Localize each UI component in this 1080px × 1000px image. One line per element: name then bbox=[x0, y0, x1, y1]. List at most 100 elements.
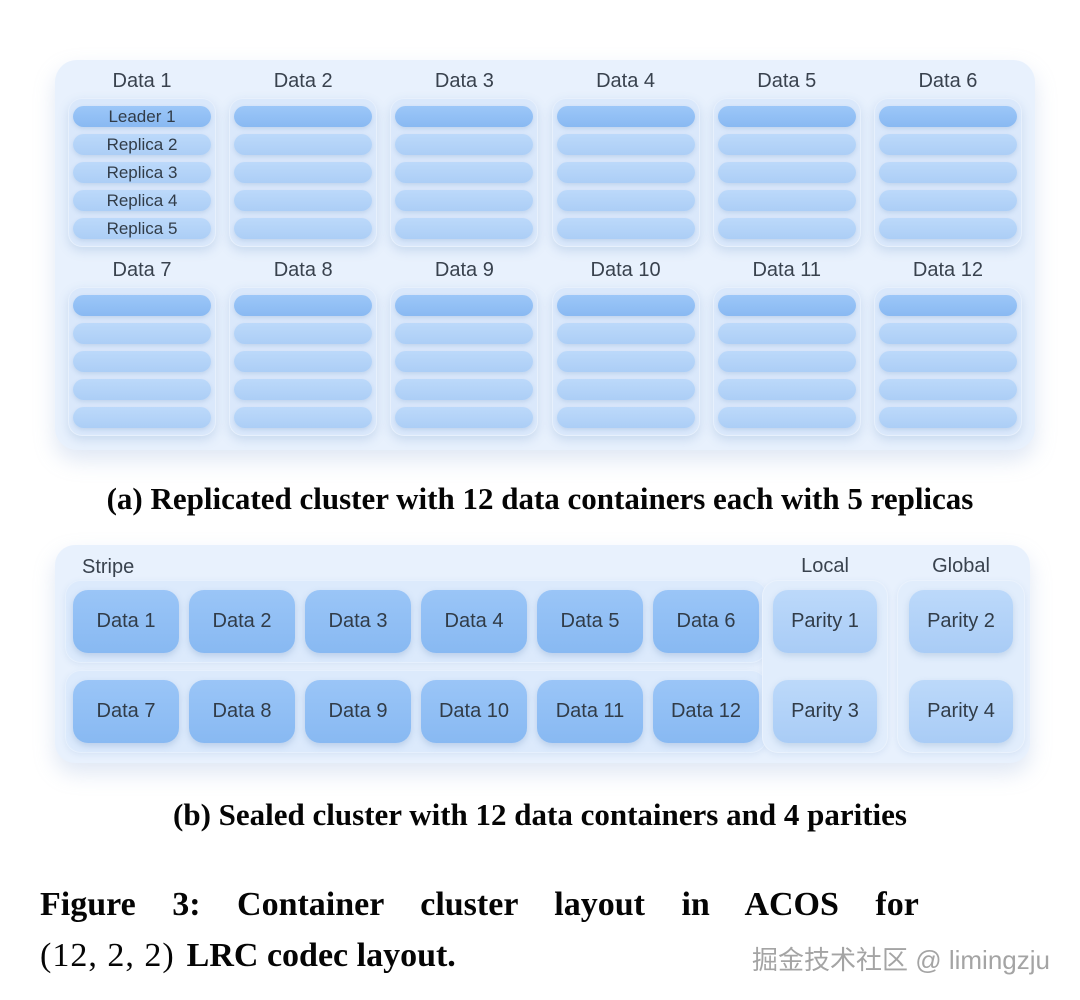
replica-bar bbox=[717, 134, 856, 155]
data-container: Data 7 bbox=[68, 257, 216, 436]
container-title: Data 10 bbox=[590, 259, 661, 281]
caption-a: (a) Replicated cluster with 12 data cont… bbox=[106, 481, 974, 516]
watermark: 掘金技术社区 @ limingzju bbox=[752, 945, 1050, 975]
parity-box: Parity 4 bbox=[909, 680, 1013, 743]
data-container: Data 4 bbox=[551, 68, 700, 247]
replica-bar bbox=[395, 379, 534, 400]
data-box: Data 1 bbox=[73, 590, 179, 653]
container-title: Data 6 bbox=[918, 70, 978, 92]
data-box: Data 3 bbox=[305, 590, 411, 653]
replica-bar bbox=[73, 379, 211, 400]
container-title: Data 11 bbox=[752, 259, 822, 281]
replica-bar bbox=[234, 218, 373, 239]
container-title: Data 5 bbox=[757, 70, 817, 92]
replica-bar bbox=[395, 134, 534, 155]
replica-bar bbox=[878, 323, 1017, 344]
replica-bar bbox=[234, 407, 373, 428]
replica-bar bbox=[717, 162, 856, 183]
replica-bar bbox=[556, 379, 695, 400]
replica-bar bbox=[878, 162, 1017, 183]
data-container: Data 2 bbox=[229, 68, 378, 247]
figure-caption: Figure 3: Container cluster layout in AC… bbox=[40, 882, 1045, 980]
leader-bar: Leader 1 bbox=[73, 106, 211, 127]
replica-bar: Replica 2 bbox=[73, 134, 211, 155]
replica-bar bbox=[717, 379, 856, 400]
replica-bar bbox=[556, 162, 695, 183]
replica-bar bbox=[556, 323, 695, 344]
data-box: Data 8 bbox=[189, 680, 295, 743]
replica-bar bbox=[395, 351, 534, 372]
replica-bar bbox=[556, 134, 695, 155]
stripe-label: Stripe bbox=[82, 556, 135, 578]
leader-bar bbox=[556, 295, 695, 316]
leader-bar bbox=[234, 295, 373, 316]
figure-caption-line1: Figure 3: Container cluster layout in AC… bbox=[40, 886, 919, 923]
data-container: Data 8 bbox=[229, 257, 378, 436]
replica-card bbox=[873, 287, 1022, 436]
data-box: Data 9 bbox=[305, 680, 411, 743]
container-title: Data 1 bbox=[112, 70, 172, 92]
leader-bar bbox=[717, 295, 856, 316]
replica-bar bbox=[73, 351, 211, 372]
replica-bar bbox=[878, 218, 1017, 239]
replica-bar bbox=[717, 323, 856, 344]
data-container: Data 5 bbox=[712, 68, 861, 247]
replica-bar bbox=[234, 351, 373, 372]
replica-bar bbox=[878, 351, 1017, 372]
replica-card bbox=[551, 98, 700, 247]
leader-bar bbox=[234, 106, 373, 127]
local-label: Local bbox=[801, 555, 849, 577]
container-title: Data 2 bbox=[273, 70, 333, 92]
figure-caption-line2-text: LRC codec layout. bbox=[186, 937, 456, 974]
data-box: Data 6 bbox=[653, 590, 759, 653]
replica-card bbox=[229, 98, 378, 247]
replica-card bbox=[712, 98, 861, 247]
replica-bar bbox=[878, 190, 1017, 211]
replica-card bbox=[229, 287, 378, 436]
leader-bar bbox=[878, 295, 1017, 316]
data-container: Data 6 bbox=[873, 68, 1022, 247]
data-box: Data 2 bbox=[189, 590, 295, 653]
replica-bar bbox=[234, 134, 373, 155]
leader-bar bbox=[395, 295, 534, 316]
replica-bar bbox=[556, 190, 695, 211]
container-title: Data 9 bbox=[434, 259, 494, 281]
replica-bar bbox=[395, 323, 534, 344]
replica-bar bbox=[556, 407, 695, 428]
global-label: Global bbox=[932, 555, 990, 577]
container-title: Data 8 bbox=[273, 259, 333, 281]
leader-bar bbox=[878, 106, 1017, 127]
replica-bar bbox=[234, 379, 373, 400]
replica-bar bbox=[878, 379, 1017, 400]
replica-bar bbox=[878, 134, 1017, 155]
leader-bar bbox=[556, 106, 695, 127]
lrc-codec-parameters: (12, 2, 2) bbox=[40, 937, 175, 974]
replica-bar bbox=[717, 407, 856, 428]
replica-card bbox=[68, 287, 216, 436]
container-title: Data 12 bbox=[912, 259, 983, 281]
replica-card bbox=[390, 287, 539, 436]
replica-card bbox=[390, 98, 539, 247]
replica-bar bbox=[73, 323, 211, 344]
leader-bar bbox=[717, 106, 856, 127]
replica-bar bbox=[717, 351, 856, 372]
container-title: Data 4 bbox=[596, 70, 656, 92]
replica-bar bbox=[234, 323, 373, 344]
data-box: Data 12 bbox=[653, 680, 759, 743]
replica-card bbox=[551, 287, 700, 436]
parity-box: Parity 1 bbox=[773, 590, 877, 653]
replica-bar bbox=[73, 407, 211, 428]
data-container: Data 12 bbox=[873, 257, 1022, 436]
data-container: Data 10 bbox=[551, 257, 700, 436]
data-container: Data 3 bbox=[390, 68, 539, 247]
replica-bar bbox=[395, 190, 534, 211]
data-box: Data 10 bbox=[421, 680, 527, 743]
